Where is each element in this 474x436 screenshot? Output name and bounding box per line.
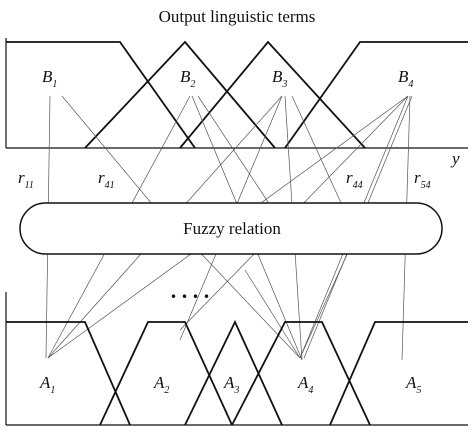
input-term-label-a5: A5: [405, 373, 421, 396]
input-term-a3-curve: [184, 319, 283, 426]
input-term-label-a3: A3: [223, 373, 239, 396]
output-term-label-b4: B4: [398, 67, 413, 90]
input-term-label-a4: A4: [297, 373, 313, 396]
fuzzy-relation-block: [19, 202, 443, 255]
connection-line: [61, 95, 153, 205]
relation-weight-r11: r11: [18, 168, 34, 191]
ellipsis-indicator: . . . .: [171, 278, 210, 303]
connection-line: [291, 95, 343, 206]
relation-weight-r44: r44: [346, 168, 363, 191]
output-term-b3-curve: [179, 40, 366, 149]
input-term-a5-curve: [329, 321, 468, 426]
output-term-label-b3: B3: [272, 67, 287, 90]
input-term-a2-curve: [99, 321, 233, 426]
input-membership-functions: [5, 292, 468, 426]
output-term-label-b1: B1: [42, 67, 57, 90]
input-term-a1-curve: [6, 321, 131, 426]
connection-line: [197, 95, 271, 206]
output-membership-functions: [5, 38, 468, 149]
output-term-label-b2: B2: [180, 67, 195, 90]
input-term-a4-curve: [231, 321, 371, 426]
output-term-b1-curve: [6, 41, 196, 149]
fuzzy-relation-label: Fuzzy relation: [183, 219, 281, 238]
relation-weight-labels: r11 r41 r44 r54: [18, 168, 431, 191]
connection-line: [244, 269, 301, 359]
input-term-labels: A1 A2 A3 A4 A5: [39, 373, 421, 396]
output-term-b4-curve: [284, 41, 468, 149]
input-term-label-a2: A2: [153, 373, 169, 396]
relation-weight-r41: r41: [98, 168, 115, 191]
diagram-title: Output linguistic terms: [159, 7, 316, 26]
output-term-b2-curve: [84, 40, 276, 149]
relation-weight-r54: r54: [414, 168, 431, 191]
output-axis-label: y: [450, 149, 460, 168]
output-term-labels: B1 B2 B3 B4: [42, 67, 413, 90]
input-term-label-a1: A1: [39, 373, 55, 396]
